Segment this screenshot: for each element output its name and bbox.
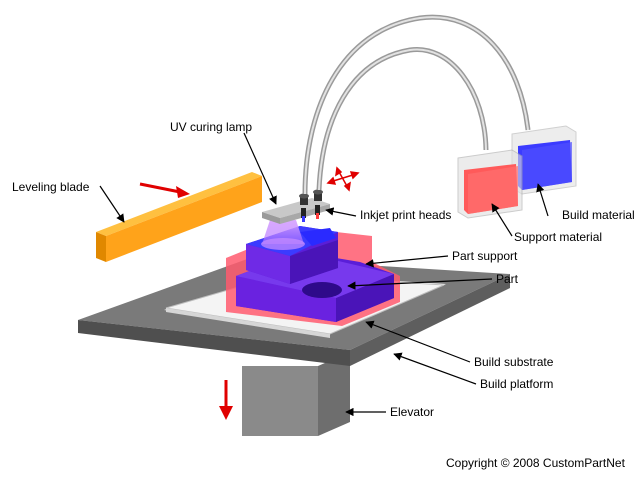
down-arrow-icon <box>219 380 233 420</box>
motion-arrows-icon <box>326 166 360 192</box>
support-material-container <box>457 149 523 219</box>
build-material-container <box>511 125 577 195</box>
label-support-material: Support material <box>514 230 602 244</box>
label-inkjet-print-heads: Inkjet print heads <box>360 208 451 222</box>
leader-lines <box>99 132 549 417</box>
label-part: Part <box>496 272 519 286</box>
uv-light <box>261 220 305 250</box>
label-build-material: Build material <box>562 208 635 222</box>
label-build-substrate: Build substrate <box>474 355 554 369</box>
right-arrow-icon <box>139 182 190 198</box>
label-leveling-blade: Leveling blade <box>12 180 90 194</box>
label-build-platform: Build platform <box>480 377 553 391</box>
copyright-text: Copyright © 2008 CustomPartNet <box>446 456 626 470</box>
print-head-carriage <box>262 189 330 224</box>
elevator <box>242 352 350 436</box>
label-part-support: Part support <box>452 249 518 263</box>
label-elevator: Elevator <box>390 405 434 419</box>
feed-tubes <box>302 14 531 195</box>
leveling-blade <box>96 172 262 262</box>
label-uv-curing-lamp: UV curing lamp <box>170 120 252 134</box>
